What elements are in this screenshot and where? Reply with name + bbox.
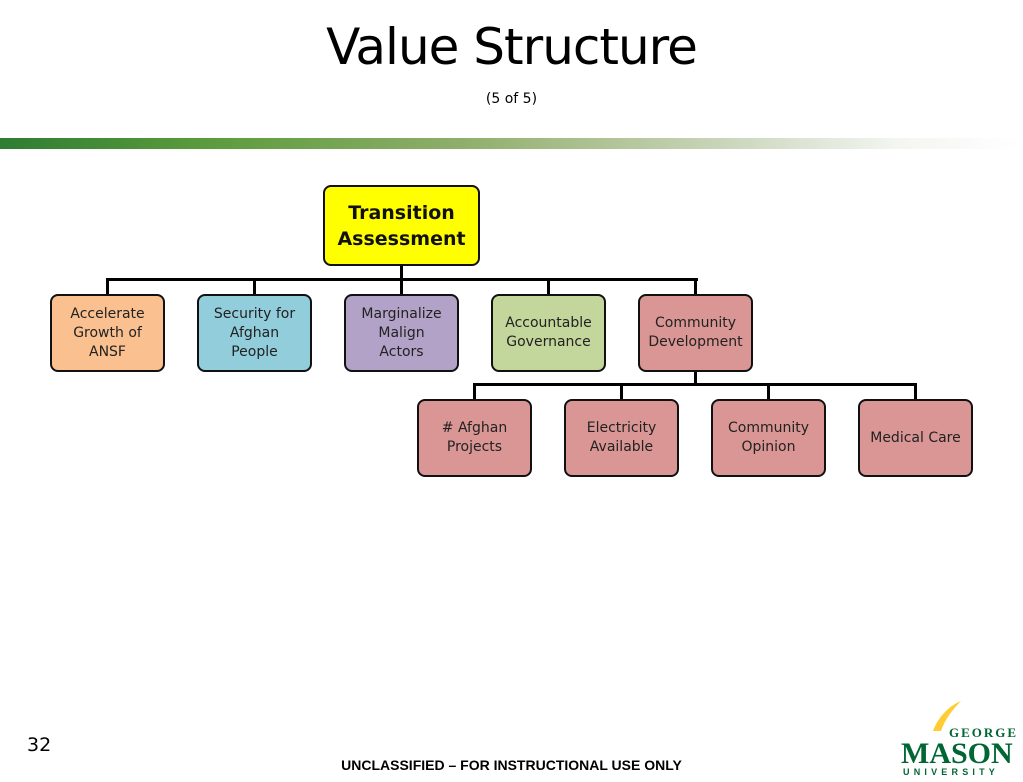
slide-subtitle: (5 of 5) [485, 91, 538, 107]
connector-l1-1 [253, 278, 256, 296]
node-transition-assessment: Transition Assessment [323, 185, 480, 266]
node-afghan-projects: # Afghan Projects [417, 399, 532, 477]
connector-l1-3 [547, 278, 550, 296]
connector-level2-horizontal [473, 383, 917, 386]
connector-l1-0 [106, 278, 109, 296]
gmu-logo: GEORGE MASON UNIVERSITY [895, 697, 1017, 777]
connector-l2-3 [914, 383, 917, 401]
node-community-opinion: Community Opinion [711, 399, 826, 477]
connector-l2-0 [473, 383, 476, 401]
connector-l1-2 [400, 278, 403, 296]
slide-title: Value Structure [326, 18, 698, 76]
node-electricity-available: Electricity Available [564, 399, 679, 477]
node-accountable-governance: Accountable Governance [491, 294, 606, 372]
connector-l2-1 [620, 383, 623, 401]
node-security-for-afghan-people: Security for Afghan People [197, 294, 312, 372]
node-marginalize-malign-actors: Marginalize Malign Actors [344, 294, 459, 372]
logo-swoosh-icon [933, 701, 961, 731]
node-accelerate-growth-of-ansf: Accelerate Growth of ANSF [50, 294, 165, 372]
gmu-logo-graphic: GEORGE MASON UNIVERSITY [901, 701, 1017, 777]
header-gradient-bar [0, 138, 1023, 149]
logo-top-text: GEORGE [949, 725, 1017, 740]
connector-l1-4 [694, 278, 697, 296]
classification-footer: UNCLASSIFIED – FOR INSTRUCTIONAL USE ONL… [341, 757, 682, 773]
connector-l2-2 [767, 383, 770, 401]
node-medical-care: Medical Care [858, 399, 973, 477]
logo-bottom-text: UNIVERSITY [903, 767, 999, 777]
logo-main-text: MASON [901, 737, 1013, 770]
connector-root-down [400, 264, 403, 280]
page-number: 32 [27, 734, 52, 756]
connector-development-down [694, 370, 697, 385]
node-community-development: Community Development [638, 294, 753, 372]
